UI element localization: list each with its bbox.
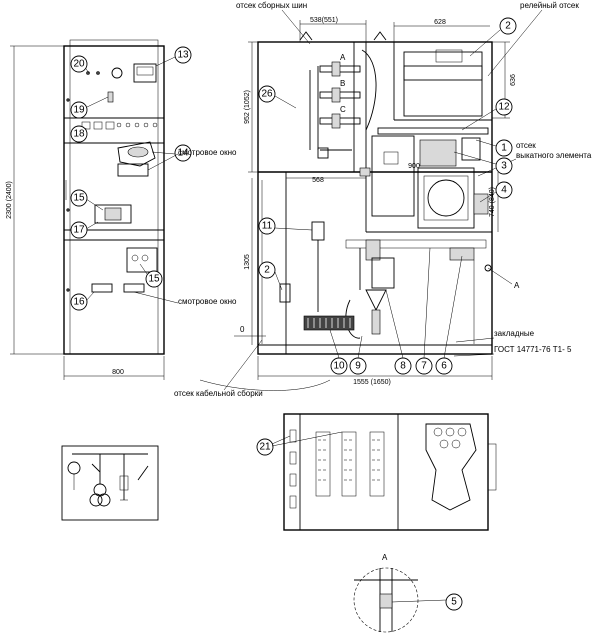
callout-26 [258, 85, 276, 103]
cable-compartment-label: отсек кабельной сборки [174, 389, 263, 398]
dim-740: 740 (840) [489, 187, 496, 217]
dim-568: 568 [312, 177, 324, 184]
busbar-phases: A B C [309, 53, 361, 150]
relay-compartment-label: релейный отсек [520, 1, 579, 10]
svg-text:14: 14 [177, 148, 189, 159]
svg-text:16: 16 [73, 297, 85, 308]
callout-18 [70, 125, 88, 143]
callout-4 [495, 181, 513, 199]
svg-text:5: 5 [451, 597, 457, 608]
svg-text:17: 17 [73, 225, 85, 236]
side-callouts: отсек сборных шин релейный отсек 2 26 12… [174, 1, 592, 398]
rear-view: 21 [256, 413, 497, 531]
single-line-diagram [61, 445, 159, 521]
dim-538: 538(551) [310, 17, 338, 24]
dim-900: 900 [408, 163, 420, 170]
callout-20 [70, 55, 88, 73]
callout-15-top [70, 189, 88, 207]
dim-2300: 2300 (2400) [6, 181, 13, 219]
callout-13 [174, 46, 192, 64]
view-a-label: А [514, 281, 520, 290]
svg-text:19: 19 [73, 105, 85, 116]
svg-text:6: 6 [441, 361, 447, 372]
callout-3 [495, 157, 513, 175]
callout-2-bottom [258, 261, 276, 279]
callout-17 [70, 221, 88, 239]
front-indicator-row [116, 122, 158, 128]
svg-text:4: 4 [501, 185, 507, 196]
view-a-detail: А 5 [353, 553, 463, 633]
side-view: A B C [257, 31, 493, 355]
callout-11 [258, 217, 276, 235]
dim-1305: 1305 [244, 254, 251, 270]
svg-text:18: 18 [73, 129, 85, 140]
dim-636: 636 [510, 74, 517, 86]
svg-text:2: 2 [264, 265, 270, 276]
callout-1 [495, 139, 513, 157]
svg-text:21: 21 [259, 442, 271, 453]
gost-label: ГОСТ 14771-76 Т1- 5 [494, 345, 572, 354]
svg-text:3: 3 [501, 161, 507, 172]
svg-text:13: 13 [177, 50, 189, 61]
viewing-window-label-2: смотровое окно [178, 297, 237, 306]
dim-628: 628 [434, 19, 446, 26]
svg-text:8: 8 [400, 361, 406, 372]
zero-mark: 0 [240, 325, 245, 334]
svg-text:7: 7 [421, 361, 427, 372]
withdrawable-label-1: отсек [516, 141, 536, 150]
svg-text:1: 1 [501, 143, 507, 154]
viewing-window-label-1: смотровое окно [178, 148, 237, 157]
callout-16 [70, 293, 88, 311]
callout-12 [495, 98, 513, 116]
dim-800: 800 [112, 369, 124, 376]
svg-text:20: 20 [73, 59, 85, 70]
front-view [63, 39, 165, 355]
svg-text:9: 9 [355, 361, 361, 372]
callout-15-bottom [145, 270, 163, 288]
svg-text:10: 10 [333, 361, 345, 372]
svg-text:15: 15 [73, 193, 85, 204]
side-dimensions: 538(551) 628 636 952 (1052) 568 900 740 … [234, 17, 517, 386]
front-callouts: 20 13 19 18 14 смотровое окно 15 17 15 1… [70, 46, 237, 311]
embedded-label: закладные [494, 329, 535, 338]
phase-b-label: B [340, 79, 345, 88]
callout-14 [174, 144, 192, 162]
svg-text:11: 11 [262, 221, 273, 232]
withdrawable-label-2: выкатного элемента [516, 151, 592, 160]
phase-a-label: A [340, 53, 346, 62]
svg-text:12: 12 [498, 102, 510, 113]
dim-1555: 1555 (1650) [353, 379, 391, 386]
dim-952: 952 (1052) [244, 90, 251, 124]
front-dimensions: 2300 (2400) 800 [6, 45, 165, 380]
svg-text:15: 15 [148, 274, 160, 285]
busbar-compartment-label: отсек сборных шин [236, 1, 307, 10]
phase-c-label: C [340, 105, 346, 114]
cable-vent-grid [307, 318, 351, 328]
svg-text:26: 26 [261, 89, 273, 100]
view-a-detail-label: А [382, 553, 388, 562]
callout-5 [445, 593, 463, 611]
callout-19 [70, 101, 88, 119]
svg-text:2: 2 [505, 21, 511, 32]
rear-vent-slots [289, 429, 385, 509]
callout-2-top [499, 17, 517, 35]
callout-21 [256, 438, 274, 456]
